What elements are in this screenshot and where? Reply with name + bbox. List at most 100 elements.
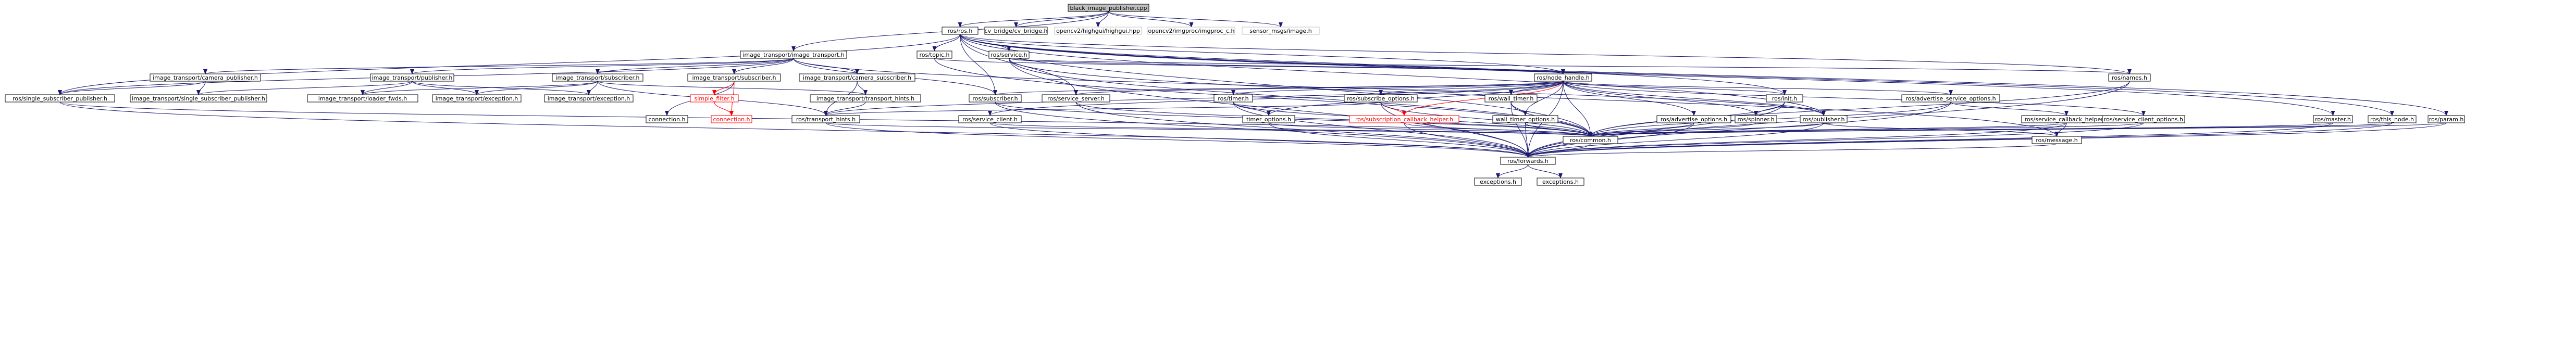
edge-ros-subscription-callback-helper-h-to-ros-common-h bbox=[1404, 122, 1593, 137]
edge-image-transport-publisher-h-to-image-transport-exception-h bbox=[412, 81, 591, 95]
node-ros-spinner-h[interactable]: ros/spinner.h bbox=[1735, 115, 1777, 123]
node-ros-subscribe-options-h[interactable]: ros/subscribe_options.h bbox=[1344, 94, 1418, 103]
node-ros-node-handle-h[interactable]: ros/node_handle.h bbox=[1534, 73, 1592, 82]
node-label: ros/timer.h bbox=[1218, 95, 1248, 102]
node-image-transport-image-transport-h[interactable]: image_transport/image_transport.h bbox=[740, 50, 847, 59]
node-ros-topic-h[interactable]: ros/topic.h bbox=[917, 50, 952, 59]
node-ros-param-h[interactable]: ros/param.h bbox=[2428, 115, 2465, 123]
node-ros-this-node-h[interactable]: ros/this_node.h bbox=[2368, 115, 2417, 123]
node-opencv2-imgproc-imgproc-c-h[interactable]: opencv2/imgproc/imgproc_c.h bbox=[1147, 27, 1235, 35]
edge-image-transport-image-transport-h-to-ros-publisher-h bbox=[793, 58, 1826, 116]
edge-ros-ros-h-to-ros-node-handle-h bbox=[960, 34, 1565, 74]
node-ros-names-h[interactable]: ros/names.h bbox=[2108, 73, 2151, 82]
node-image-transport-camera-publisher-h[interactable]: image_transport/camera_publisher.h bbox=[150, 73, 261, 82]
node-ros-service-client-options-h[interactable]: ros/service_client_options.h bbox=[2102, 115, 2185, 123]
edge-black-image-publisher-cpp-to-cv-bridge-cv-bridge-h bbox=[1014, 11, 1109, 28]
node-ros-ros-h[interactable]: ros/ros.h bbox=[942, 27, 979, 35]
node-exceptions-h[interactable]: exceptions.h bbox=[1474, 177, 1522, 186]
node-box bbox=[791, 115, 860, 123]
node-label: sensor_msgs/image.h bbox=[1249, 28, 1312, 34]
node-label: ros/spinner.h bbox=[1738, 116, 1775, 123]
node-sensor-msgs-image-h[interactable]: sensor_msgs/image.h bbox=[1242, 27, 1320, 35]
node-box bbox=[2102, 115, 2185, 123]
node-image-transport-camera-subscriber-h[interactable]: image_transport/camera_subscriber.h bbox=[799, 73, 915, 82]
node-label: black_image_publisher.cpp bbox=[1070, 5, 1147, 11]
node-ros-subscription-callback-helper-h[interactable]: ros/subscription_callback_helper.h bbox=[1349, 115, 1459, 123]
node-label: image_transport/single_subscriber_publis… bbox=[132, 95, 265, 102]
node-image-transport-loader-fwds-h[interactable]: image_transport/loader_fwds.h bbox=[307, 94, 418, 103]
node-image-transport-subscriber-h[interactable]: image_transport/subscriber.h bbox=[687, 73, 781, 82]
node-ros-service-client-h[interactable]: ros/service_client.h bbox=[958, 115, 1022, 123]
node-ros-forwards-h[interactable]: ros/forwards.h bbox=[1500, 157, 1556, 165]
node-ros-publisher-h[interactable]: ros/publisher.h bbox=[1800, 115, 1848, 123]
node-box bbox=[799, 73, 915, 82]
node-box bbox=[2313, 115, 2353, 123]
node-cv-bridge-cv-bridge-h[interactable]: cv_bridge/cv_bridge.h bbox=[984, 27, 1048, 35]
edge-ros-node-handle-h-to-ros-wall-timer-h bbox=[1509, 81, 1564, 95]
node-box bbox=[5, 94, 115, 103]
node-ros-common-h[interactable]: ros/common.h bbox=[1563, 136, 1618, 144]
node-box bbox=[984, 27, 1048, 35]
node-label: timer_options.h bbox=[1246, 116, 1291, 123]
node-ros-timer-h[interactable]: ros/timer.h bbox=[1213, 94, 1253, 103]
node-timer-options-h[interactable]: timer_options.h bbox=[1242, 115, 1295, 123]
edge-ros-forwards-h-to-exceptions-h bbox=[1496, 164, 1528, 179]
node-ros-service-h[interactable]: ros/service.h bbox=[988, 50, 1030, 59]
edge-ros-ros-h-to-ros-subscriber-h bbox=[960, 34, 997, 95]
node-ros-advertise-options-h[interactable]: ros/advertise_options.h bbox=[1656, 115, 1731, 123]
node-connection-h[interactable]: connection.h bbox=[711, 115, 752, 123]
node-box bbox=[1484, 94, 1538, 103]
node-box bbox=[1242, 115, 1295, 123]
node-black-image-publisher-cpp[interactable]: black_image_publisher.cpp bbox=[1068, 4, 1149, 12]
node-image-transport-exception-h[interactable]: image_transport/exception.h bbox=[544, 94, 634, 103]
node-box bbox=[544, 94, 634, 103]
node-box bbox=[1492, 115, 1558, 123]
node-simple-filter-h[interactable]: simple_filter.h bbox=[690, 94, 739, 103]
node-ros-service-server-h[interactable]: ros/service_server.h bbox=[1042, 94, 1110, 103]
node-image-transport-publisher-h[interactable]: image_transport/publisher.h bbox=[370, 73, 454, 82]
edge-ros-service-client-options-h-to-ros-forwards-h bbox=[1526, 122, 2144, 158]
node-box bbox=[2428, 115, 2465, 123]
edge-image-transport-subscriber-h-to-image-transport-exception-h bbox=[587, 81, 598, 95]
node-connection-h[interactable]: connection.h bbox=[646, 115, 688, 123]
edge-ros-node-handle-h-to-ros-spinner-h bbox=[1563, 81, 1758, 116]
node-image-transport-transport-hints-h[interactable]: image_transport/transport_hints.h bbox=[810, 94, 921, 103]
node-box bbox=[740, 50, 847, 59]
node-ros-subscriber-h[interactable]: ros/subscriber.h bbox=[969, 94, 1022, 103]
node-label: ros/subscriber.h bbox=[972, 95, 1018, 102]
node-ros-service-callback-helper-h[interactable]: ros/service_callback_helper.h bbox=[2021, 115, 2112, 123]
node-ros-message-h[interactable]: ros/message.h bbox=[2032, 136, 2082, 144]
node-wall-timer-options-h[interactable]: wall_timer_options.h bbox=[1492, 115, 1558, 123]
node-box bbox=[150, 73, 261, 82]
node-image-transport-single-subscriber-publisher-h[interactable]: image_transport/single_subscriber_publis… bbox=[130, 94, 267, 103]
node-image-transport-subscriber-h[interactable]: image_transport/subscriber.h bbox=[552, 73, 643, 82]
node-box bbox=[2368, 115, 2417, 123]
node-label: ros/message.h bbox=[2036, 137, 2077, 144]
edge-ros-node-handle-h-to-ros-common-h bbox=[1563, 81, 1593, 137]
node-box bbox=[1147, 27, 1235, 35]
edge-ros-advertise-service-options-h-to-ros-forwards-h bbox=[1526, 101, 1951, 158]
node-ros-master-h[interactable]: ros/master.h bbox=[2313, 115, 2353, 123]
edge-ros-ros-h-to-ros-this-node-h bbox=[960, 34, 2394, 116]
edge-ros-wall-timer-h-to-wall-timer-options-h bbox=[1510, 101, 1528, 116]
node-label: exceptions.h bbox=[1542, 179, 1579, 185]
node-label: ros/service_client_options.h bbox=[2104, 116, 2183, 123]
node-exceptions-h[interactable]: exceptions.h bbox=[1537, 177, 1584, 186]
node-box bbox=[370, 73, 454, 82]
edge-ros-timer-h-to-ros-forwards-h bbox=[1233, 101, 1530, 158]
node-ros-advertise-service-options-h[interactable]: ros/advertise_service_options.h bbox=[1901, 94, 2000, 103]
edge-image-transport-image-transport-h-to-image-transport-camera-publisher-h bbox=[203, 58, 794, 74]
node-box bbox=[1213, 94, 1253, 103]
node-opencv2-highgui-highgui-hpp[interactable]: opencv2/highgui/highgui.hpp bbox=[1054, 27, 1142, 35]
node-box bbox=[1534, 73, 1592, 82]
node-label: image_transport/exception.h bbox=[436, 95, 518, 102]
node-image-transport-exception-h[interactable]: image_transport/exception.h bbox=[432, 94, 522, 103]
node-label: ros/init.h bbox=[1772, 95, 1797, 102]
node-ros-transport-hints-h[interactable]: ros/transport_hints.h bbox=[791, 115, 860, 123]
edge-image-transport-camera-subscriber-h-to-image-transport-transport-hints-h bbox=[857, 81, 868, 95]
node-ros-wall-timer-h[interactable]: ros/wall_timer.h bbox=[1484, 94, 1538, 103]
node-ros-single-subscriber-publisher-h[interactable]: ros/single_subscriber_publisher.h bbox=[5, 94, 115, 103]
node-label: image_transport/camera_publisher.h bbox=[153, 74, 258, 81]
node-label: ros/this_node.h bbox=[2370, 116, 2414, 123]
node-ros-init-h[interactable]: ros/init.h bbox=[1766, 94, 1803, 103]
